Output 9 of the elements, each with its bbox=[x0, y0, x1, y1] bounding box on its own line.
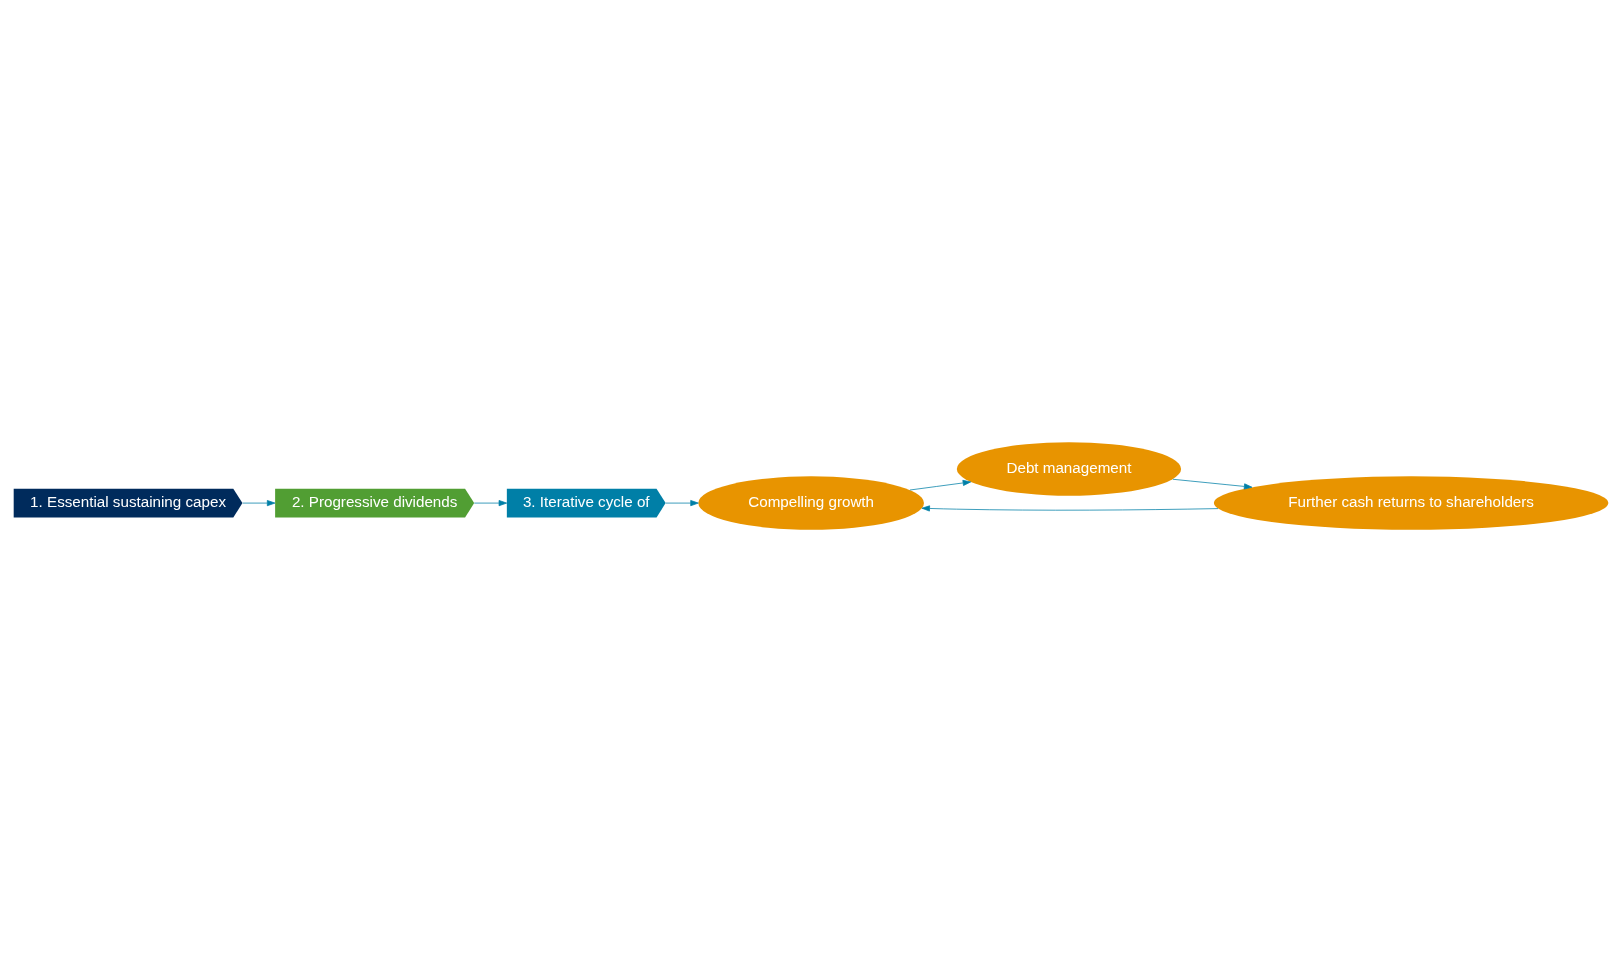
arrow bbox=[473, 500, 508, 507]
arrow bbox=[921, 505, 1219, 512]
node-ellipse: Compelling growth bbox=[698, 476, 924, 530]
node-ellipse: Further cash returns to shareholders bbox=[1213, 476, 1609, 530]
arrow bbox=[242, 500, 276, 507]
arrow bbox=[909, 479, 972, 491]
arrow bbox=[665, 500, 699, 507]
node-ellipse: Debt management bbox=[956, 442, 1182, 496]
arrow bbox=[1172, 478, 1253, 490]
